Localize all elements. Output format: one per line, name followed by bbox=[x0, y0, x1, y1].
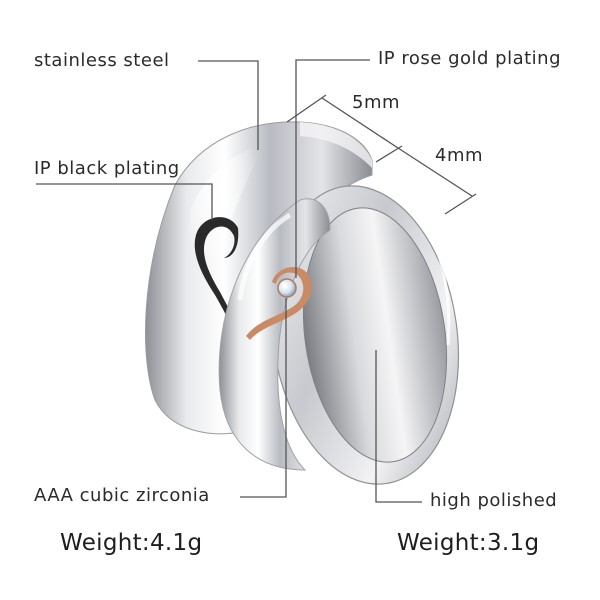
label-stainless-steel: stainless steel bbox=[34, 50, 170, 71]
narrow-ring bbox=[218, 185, 460, 485]
label-high-polished: high polished bbox=[430, 490, 558, 511]
label-rose-gold-plating: IP rose gold plating bbox=[378, 48, 562, 69]
rose-heart-inlay bbox=[246, 267, 312, 340]
dim-5mm-line bbox=[321, 97, 399, 149]
weight-right-ring: Weight:3.1g bbox=[397, 530, 540, 556]
label-width-5mm: 5mm bbox=[352, 92, 401, 113]
leader-steel bbox=[198, 60, 259, 150]
label-width-4mm: 4mm bbox=[435, 145, 484, 166]
leader-rose bbox=[295, 59, 370, 278]
zirconia-stone bbox=[277, 278, 297, 298]
leader-polish bbox=[375, 350, 422, 503]
leader-black bbox=[36, 183, 213, 220]
label-black-plating: IP black plating bbox=[34, 158, 180, 179]
leader-zirc bbox=[240, 298, 287, 498]
dim-4mm-line bbox=[397, 147, 473, 197]
label-cubic-zirconia: AAA cubic zirconia bbox=[34, 485, 210, 506]
weight-left-ring: Weight:4.1g bbox=[60, 530, 203, 556]
leader-lines bbox=[36, 59, 477, 503]
